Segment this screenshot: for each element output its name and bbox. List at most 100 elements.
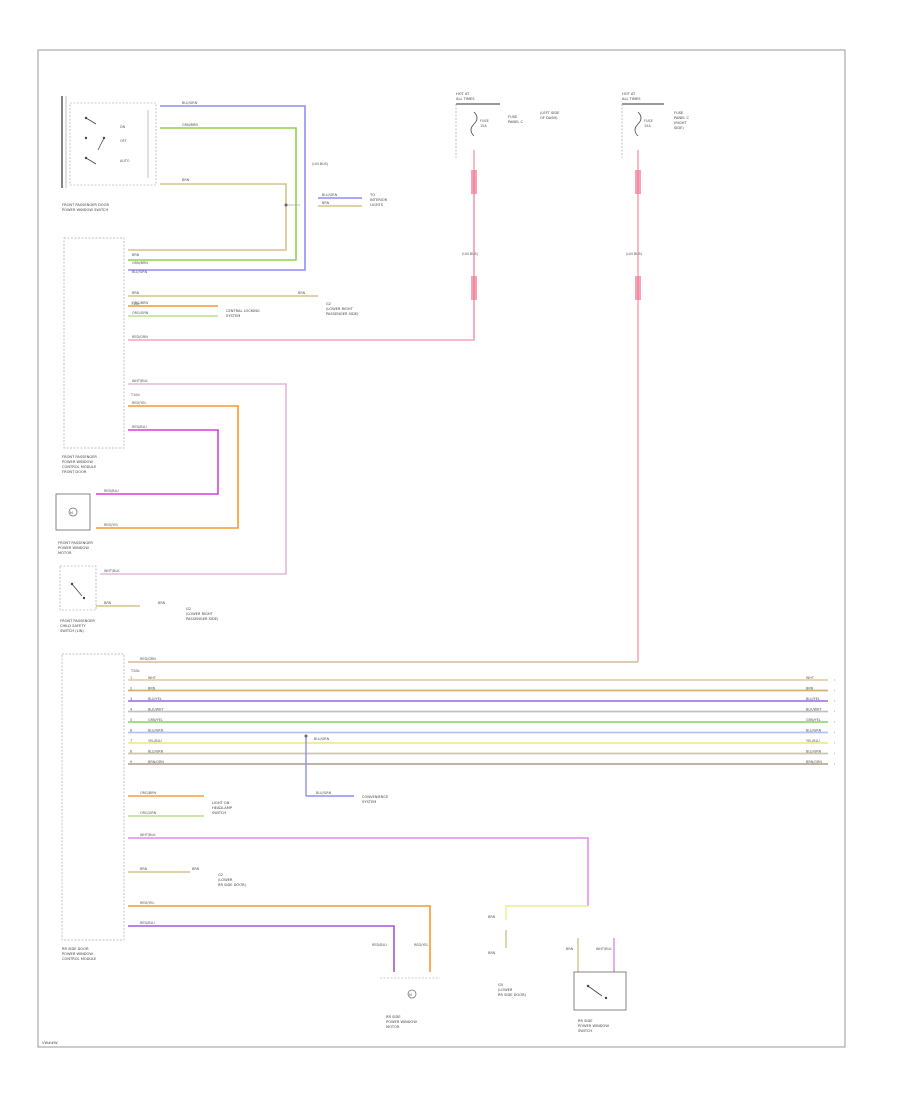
svg-text:(LIN BUS): (LIN BUS) [462,252,479,256]
svg-text:GRN/BRN: GRN/BRN [182,123,198,127]
bus-wire-label: BLK/WHT [148,708,164,712]
svg-text:HOT AT ALL TIMES: HOT AT ALL TIMES [622,92,641,101]
bus-wire-label-right: GRN/YEL [806,718,821,722]
svg-text:HOT AT ALL TIMES: HOT AT ALL TIMES [456,92,475,101]
svg-text:BRN: BRN [566,947,574,951]
bus-continuation: › [834,720,836,724]
svg-text:BRN: BRN [104,601,112,605]
svg-text:T20b: T20b [130,669,140,673]
splice-interior-lights [318,197,362,207]
svg-text:BRN: BRN [132,291,140,295]
svg-text:CENTRAL LOCKING SYSTEM: CENTRAL LOCKING SYSTEM [226,309,261,318]
front-motor-wires [96,383,287,575]
svg-text:RED/YEL: RED/YEL [104,523,118,527]
svg-text:RR SIDE POWER WINDOW: RR SIDE POWER WINDOW MOTOR [386,1015,418,1029]
rear-control-module: RR SIDE DOOR POWER WINDOW CONTROL MODULE… [61,653,140,961]
svg-text:BRN: BRN [322,201,330,205]
bus-continuation: › [834,741,836,745]
rear-switch: BRN BRN G5 (LOWER RR SIDE DOOR) BRN WHT/… [488,905,627,1033]
bus-pin: 4 [130,708,132,712]
svg-text:(LIN BUS): (LIN BUS) [312,162,329,166]
bus-wire-label: YEL/BLU [148,739,162,743]
svg-text:FRONT PASSENGER POWER WI: FRONT PASSENGER POWER WINDOW CONTROL MOD… [62,455,98,474]
bus-wire-label: BLU/GRN [148,750,164,754]
fuse-box-1: HOT AT ALL TIMES FUSE 15A FUSE PANEL C (… [455,92,561,340]
rear-motor-wires [128,905,431,972]
front-control-module: FRONT PASSENGER POWER WINDOW CONTROL MOD… [62,237,140,474]
svg-text:T10d: T10d [130,393,140,397]
bus-pin: 3 [130,697,132,701]
svg-text:BRN: BRN [298,291,306,295]
headlamp-refs: ORG/BRN ORG/GRN LIGHT ON HEADLAMP SWITCH [128,791,233,817]
bus-pin: 7 [130,739,132,743]
svg-text:BRN: BRN [158,601,166,605]
svg-text:FUSE 15A: FUSE 15A [480,119,490,128]
front-door-switch: DN OFF AUTO FRONT PASSENGER DOOR POWER W… [61,96,157,212]
fuse-box-2: HOT AT ALL TIMES FUSE 15A FUSE PANEL C (… [621,92,689,662]
svg-text:BRN: BRN [488,951,496,955]
svg-text:RED/BLU: RED/BLU [104,489,119,493]
wire-red-yel [96,405,239,529]
svg-text:BRN: BRN [488,915,496,919]
frame-code: VW##W [42,1041,58,1045]
svg-text:(LEFT SIDE OF DASH): (LEFT SIDE OF DASH) [540,111,561,120]
wire-red-blu-rear [128,925,395,972]
bus-wire-label: WHT [148,676,157,680]
svg-text:LIGHT ON HEADLAMP: LIGHT ON HEADLAMP SWITCH [212,801,233,815]
bus-wire-label-right: BRN/GRN [806,760,822,764]
svg-text:G2 (LOWER RIGHT PA: G2 (LOWER RIGHT PASSENGER SIDE) [186,607,219,621]
bus-continuation: › [834,689,836,693]
svg-text:BRN: BRN [140,867,148,871]
bus-wire-label-right: YEL/BLU [806,739,820,743]
bus-wire-label-right: BLU/GRN [806,729,822,733]
svg-text:RR SIDE POWER WINDOW: RR SIDE POWER WINDOW SWITCH [578,1019,610,1033]
svg-text:WHT/BLK: WHT/BLK [104,569,120,573]
svg-text:AUTO: AUTO [120,159,130,163]
svg-text:M: M [409,993,412,997]
svg-text:RED/GRN: RED/GRN [140,657,156,661]
svg-text:DN: DN [120,125,126,129]
svg-text:WHT/BLK: WHT/BLK [596,947,612,951]
svg-text:T10c: T10c [130,302,139,306]
front-lock-switch: BRN BRN G2 (LOWER RIGHT PASSENGER SIDE) … [59,565,219,633]
svg-text:RED/GRN: RED/GRN [132,335,148,339]
svg-text:BLU/GRN: BLU/GRN [314,737,330,741]
svg-text:G2 (LOWER RR SIDE: G2 (LOWER RR SIDE DOOR) [218,873,247,887]
bus-pin: 8 [130,750,132,754]
bus-continuation: › [834,752,836,756]
svg-text:FRONT PASSENGER CHILD SA: FRONT PASSENGER CHILD SAFETY SWITCH (LIN… [60,619,96,633]
svg-text:OFF: OFF [120,139,127,143]
bus-pin: 1 [130,676,132,680]
bus-continuation: › [834,762,836,766]
svg-text:ORG/BRN: ORG/BRN [132,301,148,305]
svg-text:BLU/GRN: BLU/GRN [322,193,338,197]
lin-branch: BLU/GRN BLU/GRN CONVENIENCE SYSTEM [304,734,389,804]
svg-text:RED/YEL: RED/YEL [414,943,428,947]
bus-wire-label-right: BLU/GRN [806,750,822,754]
bus-wire-label-right: BLK/WHT [806,708,822,712]
svg-text:CONVENIENCE SYSTEM: CONVENIENCE SYSTEM [362,795,389,804]
bus-continuation: › [834,699,836,703]
svg-text:ORG/BRN: ORG/BRN [140,791,156,795]
rear-motor: M RR SIDE POWER WINDOW MOTOR [380,977,440,1029]
svg-text:RED/BLU: RED/BLU [372,943,387,947]
svg-text:BRN: BRN [192,867,200,871]
svg-text:BLU/GRN: BLU/GRN [182,101,198,105]
switch-wires [128,105,306,271]
rear-ground: BRN BRN G2 (LOWER RR SIDE DOOR) [128,867,247,887]
bus-pin: 5 [130,718,132,722]
svg-text:GRN/BRN: GRN/BRN [132,261,148,265]
front-motor: M FRONT PASSENGER POWER WINDOW MOTOR [55,493,94,555]
svg-text:FRONT PASSENGER POWER WI: FRONT PASSENGER POWER WINDOW MOTOR [58,541,94,555]
svg-text:RR SIDE DOOR POWER WINDO: RR SIDE DOOR POWER WINDOW CONTROL MODULE [62,947,97,961]
wire-blu-grn-top [128,105,306,271]
bus-continuation: › [834,731,836,735]
svg-text:G2 (LOWER RIGHT PASSEN: G2 (LOWER RIGHT PASSENGER SIDE) [326,302,359,316]
wire-wht-blk [100,383,287,575]
bus-pin: 9 [130,760,132,764]
bus-wire-label: BRN/GRN [148,760,164,764]
bus-wire-label-right: BLU/YEL [806,697,820,701]
svg-text:M: M [70,511,73,515]
svg-text:RED/BLU: RED/BLU [132,425,147,429]
